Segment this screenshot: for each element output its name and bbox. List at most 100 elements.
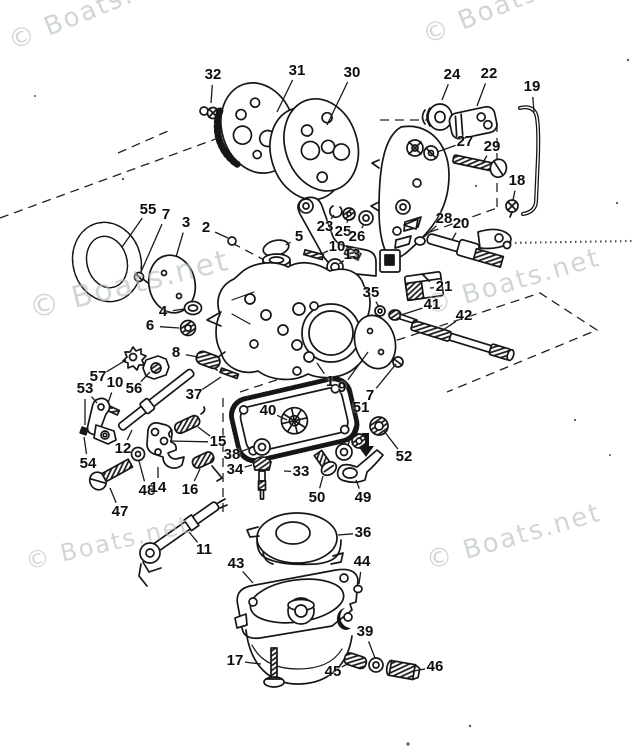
- clip-23: [328, 205, 343, 219]
- part-label-9: 9: [337, 378, 347, 396]
- screw-18: [505, 199, 519, 218]
- grommet-51b: [351, 433, 367, 449]
- part-label-7: 7: [161, 205, 171, 223]
- star-washer-57: [122, 346, 147, 371]
- part-label-19: 19: [523, 77, 541, 95]
- part-label-28: 28: [435, 209, 453, 227]
- part-label-50: 50: [308, 488, 326, 506]
- ring-4: [183, 300, 203, 316]
- screw-7-left: [133, 271, 149, 284]
- part-label-16: 16: [181, 480, 199, 498]
- part-label-27: 27: [456, 132, 474, 150]
- part-label-11: 11: [196, 540, 212, 558]
- part-label-45: 45: [324, 662, 342, 680]
- part-label-24: 24: [443, 65, 461, 83]
- part-label-44: 44: [353, 552, 371, 570]
- washer-44: [353, 584, 363, 594]
- rod-11: [138, 498, 228, 587]
- part-label-57: 57: [89, 367, 107, 385]
- ring-55: [71, 221, 143, 303]
- washer-48: [130, 446, 146, 462]
- washer-26: [358, 210, 374, 226]
- screw-47: [88, 458, 134, 491]
- part-label-46: 46: [426, 657, 444, 675]
- part-label-23: 23: [316, 217, 334, 235]
- part-label-4: 4: [158, 302, 168, 320]
- washer-39: [368, 657, 384, 673]
- part-label-20: 20: [452, 214, 470, 232]
- leader-lines: [83, 79, 535, 672]
- plate-3: [147, 254, 197, 314]
- shaft-20: [426, 228, 512, 268]
- disc-30: [269, 97, 360, 201]
- part-label-10: 10: [328, 237, 346, 255]
- part-label-39: 39: [356, 622, 374, 640]
- washer-51: [335, 443, 353, 461]
- part-label-10: 10: [106, 373, 124, 391]
- scan-noise: [34, 58, 633, 746]
- pin-10-upper: [302, 248, 325, 261]
- link-rod-19: [518, 105, 541, 216]
- rod-42: [410, 319, 515, 362]
- float-bowl-43: [234, 568, 359, 685]
- part-label-30: 30: [343, 63, 361, 81]
- part-label-48: 48: [138, 481, 156, 499]
- spring-45: [343, 652, 368, 670]
- ball-2: [227, 236, 237, 246]
- screw-7-right: [392, 356, 404, 368]
- part-label-34: 34: [226, 460, 244, 478]
- part-label-41: 41: [423, 295, 441, 313]
- part-label-56: 56: [125, 379, 143, 397]
- part-label-38: 38: [223, 445, 241, 463]
- part-label-12: 12: [114, 439, 132, 457]
- rod-12: [117, 368, 195, 431]
- screw-50: [313, 449, 338, 477]
- part-label-18: 18: [508, 171, 526, 189]
- float-36: [246, 512, 344, 566]
- washer-28: [403, 218, 426, 246]
- washer-52: [369, 416, 389, 436]
- part-label-26: 26: [348, 227, 366, 245]
- part-label-53: 53: [76, 379, 94, 397]
- part-label-25: 25: [334, 222, 352, 240]
- part-label-47: 47: [111, 502, 129, 520]
- part-label-31: 31: [288, 61, 306, 79]
- part-label-7: 7: [365, 386, 375, 404]
- part-label-51: 51: [352, 398, 370, 416]
- needle-34: [252, 456, 272, 500]
- screw-17: [263, 647, 285, 688]
- washer-25: [342, 207, 356, 221]
- part-label-13: 13: [343, 245, 361, 263]
- part-label-2: 2: [201, 218, 211, 236]
- part-label-3: 3: [181, 213, 191, 231]
- part-label-52: 52: [395, 447, 413, 465]
- part-label-54: 54: [79, 454, 97, 472]
- part-label-6: 6: [145, 316, 155, 334]
- part-label-37: 37: [185, 385, 203, 403]
- block-21: [403, 271, 445, 302]
- part-label-43: 43: [227, 554, 245, 572]
- part-label-22: 22: [480, 64, 498, 82]
- lever-53: [79, 397, 117, 445]
- spring-15: [168, 406, 206, 438]
- part-label-55: 55: [139, 200, 157, 218]
- part-label-5: 5: [294, 227, 304, 245]
- part-label-29: 29: [483, 137, 501, 155]
- part-label-15: 15: [209, 432, 227, 450]
- lever-49: [336, 449, 384, 484]
- grommet-35: [374, 305, 386, 317]
- pin-37: [219, 367, 240, 380]
- screw-29: [452, 154, 508, 179]
- spring-16: [191, 451, 223, 482]
- part-label-21: 21: [435, 277, 453, 295]
- part-label-1: 1: [325, 372, 335, 390]
- washer-38: [253, 438, 271, 456]
- cam-lever-14: [146, 422, 185, 469]
- bolt-46: [385, 659, 421, 681]
- lever-22: [448, 105, 498, 140]
- part-label-17: 17: [226, 651, 244, 669]
- part-label-35: 35: [362, 283, 380, 301]
